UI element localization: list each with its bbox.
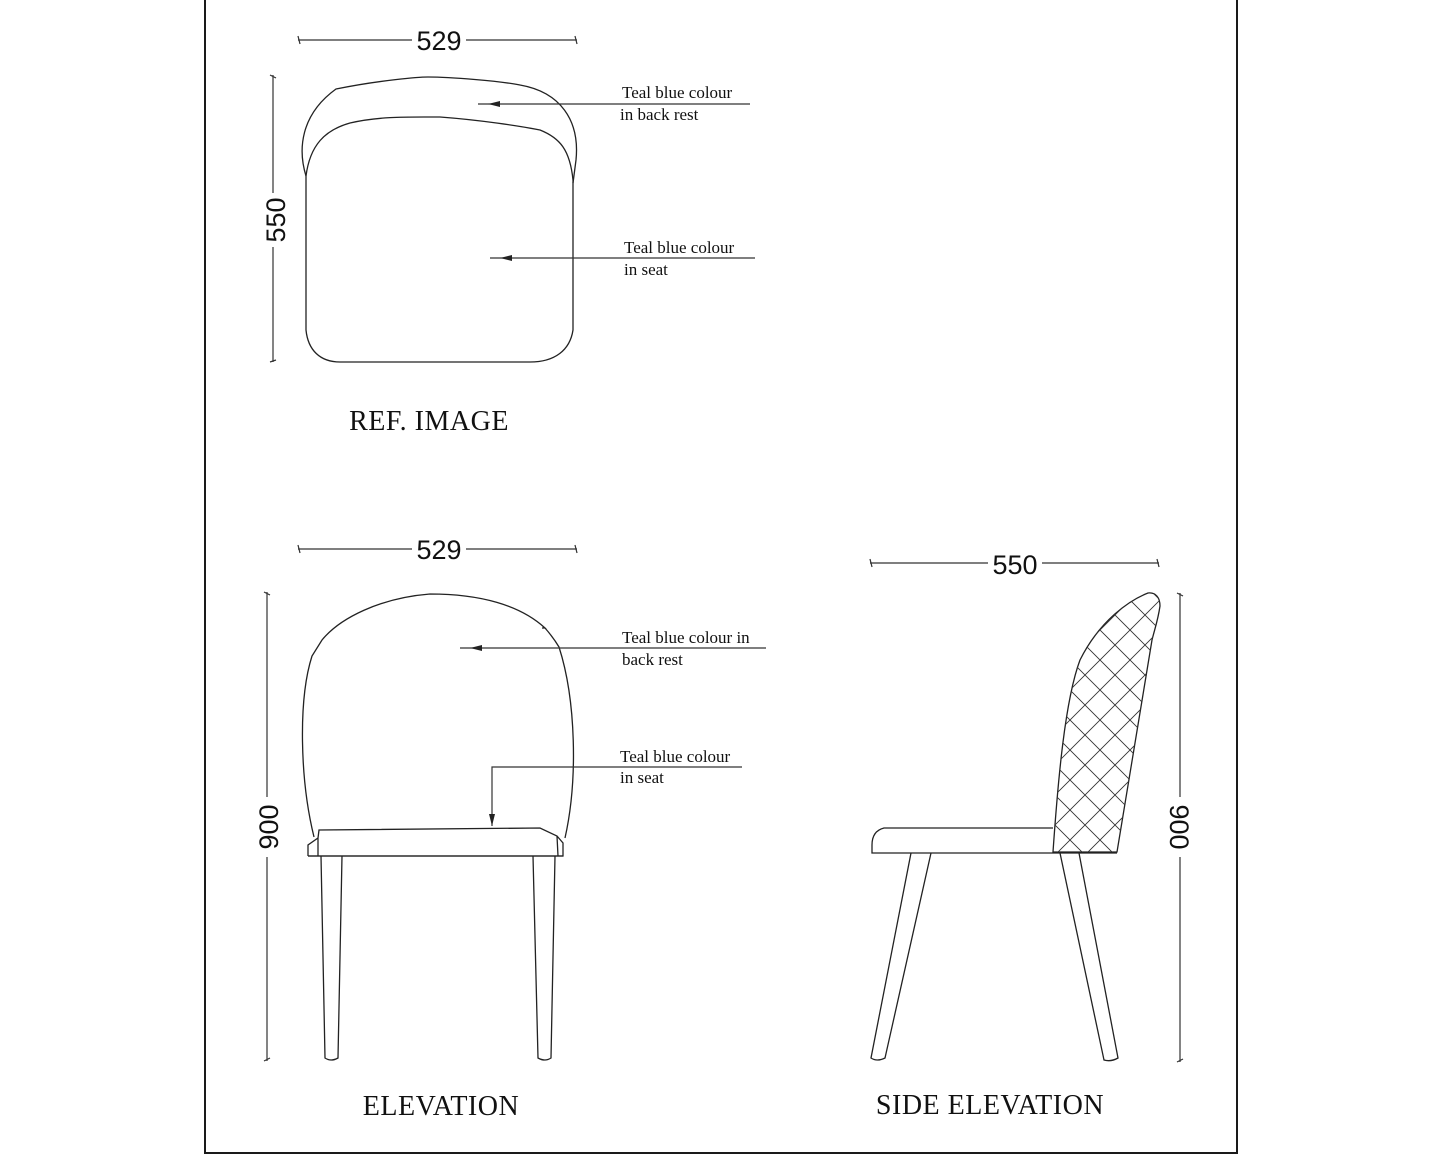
side-back-leg [1059,852,1119,1062]
top-seat-outline [305,116,574,363]
svg-text:in seat: in seat [620,768,664,787]
side-depth-label: 550 [992,550,1037,580]
side-depth-dimension: 550 [869,549,1160,580]
front-seat-cushion [307,827,564,857]
front-left-leg [320,855,343,1061]
side-elevation-title: SIDE ELEVATION [876,1090,1104,1121]
svg-text:Teal blue colour: Teal blue colour [622,83,733,102]
front-elevation: 529 900 Teal blue colour in back rest [252,535,766,1122]
svg-text:in seat: in seat [624,260,668,279]
front-height-label: 900 [254,804,284,849]
top-note-seat: Teal blue colour in seat [490,238,755,279]
top-view-title: REF. IMAGE [349,406,509,437]
svg-text:in back rest: in back rest [620,105,699,124]
top-view: 529 550 Teal blue colour in back rest Te… [258,26,755,437]
front-elevation-title: ELEVATION [363,1091,519,1122]
top-backrest-outline [301,76,578,184]
svg-text:Teal blue colour in: Teal blue colour in [622,628,750,647]
top-width-dimension: 529 [297,26,578,56]
side-height-dimension: 900 [1164,592,1196,1063]
front-height-dimension: 900 [252,591,284,1062]
side-height-label: 900 [1164,804,1194,849]
front-right-leg [532,855,556,1061]
side-front-leg [870,852,932,1061]
front-note-backrest: Teal blue colour in back rest [460,628,766,669]
front-width-label: 529 [416,535,461,565]
side-backrest-quilted [1052,592,1161,853]
drawing-frame [204,0,1238,1154]
front-backrest-outline [301,593,575,839]
side-elevation: 550 900 SIDE ELEVATION [869,549,1196,1121]
front-note-seat: Teal blue colour in seat [489,747,742,826]
top-depth-label: 550 [261,197,291,242]
svg-text:back rest: back rest [622,650,683,669]
quilt-hatch-pattern [1053,592,1160,852]
top-width-label: 529 [416,26,461,56]
top-note-backrest: Teal blue colour in back rest [478,83,750,124]
front-width-dimension: 529 [297,535,578,565]
svg-text:Teal blue colour: Teal blue colour [620,747,731,766]
svg-text:Teal blue colour: Teal blue colour [624,238,735,257]
top-depth-dimension: 550 [258,74,291,363]
side-seat-cushion [871,827,1117,854]
